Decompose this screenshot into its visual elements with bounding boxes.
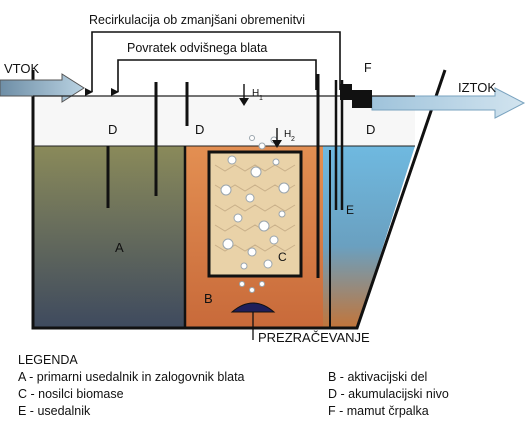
outflow-label: IZTOK bbox=[458, 80, 496, 95]
h1-marker bbox=[239, 84, 249, 106]
inflow-label: VTOK bbox=[4, 61, 39, 76]
legend-item-f: F - mamut črpalka bbox=[328, 404, 429, 418]
legend-item-a: A - primarni usedalnik in zalogovnik bla… bbox=[18, 370, 245, 384]
legend-item-c: C - nosilci biomase bbox=[18, 387, 124, 401]
treatment-plant-diagram: VTOK IZTOK Recirkulacija ob zmanjšani ob… bbox=[0, 13, 526, 345]
zone-label-b: B bbox=[204, 291, 213, 306]
inflow-arrow bbox=[0, 73, 85, 103]
aeration-label: PREZRAČEVANJE bbox=[258, 330, 370, 345]
h1-label: H bbox=[252, 88, 259, 99]
outflow-arrow bbox=[371, 87, 526, 119]
legend-item-d: D - akumulacijski nivo bbox=[328, 387, 449, 401]
zone-label-d1: D bbox=[108, 122, 117, 137]
zone-label-a: A bbox=[115, 240, 124, 255]
h1-sub: 1 bbox=[259, 95, 263, 102]
recirculation-line bbox=[85, 31, 341, 96]
zone-e-fill bbox=[323, 146, 415, 328]
zone-d-fill bbox=[33, 96, 415, 146]
zone-label-d2: D bbox=[195, 122, 204, 137]
zone-label-e: E bbox=[346, 203, 354, 217]
legend: LEGENDA A - primarni usedalnik in zalogo… bbox=[14, 352, 524, 438]
tank-wall bbox=[31, 69, 447, 330]
h2-marker bbox=[272, 128, 282, 148]
pump-label: F bbox=[364, 61, 372, 75]
recirculation-label: Recirkulacija ob zmanjšani obremenitvi bbox=[89, 13, 305, 27]
legend-title: LEGENDA bbox=[18, 353, 78, 367]
sludge-return-line bbox=[111, 59, 317, 96]
aerator bbox=[230, 302, 276, 313]
sludge-return-label: Povratek odvišnega blata bbox=[127, 41, 267, 55]
h2-sub: 2 bbox=[291, 136, 295, 143]
h2-label: H bbox=[284, 129, 291, 140]
mammoth-pump bbox=[334, 80, 372, 210]
zone-label-c: C bbox=[278, 250, 287, 264]
zone-label-d3: D bbox=[366, 122, 375, 137]
legend-item-b: B - aktivacijski del bbox=[328, 370, 428, 384]
legend-item-e: E - usedalnik bbox=[18, 404, 91, 418]
